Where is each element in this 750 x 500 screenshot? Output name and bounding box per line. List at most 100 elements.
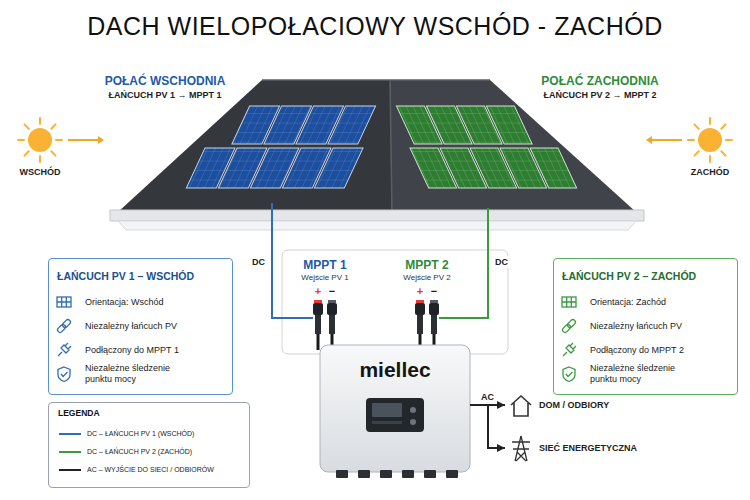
roof-subheading: ŁAŃCUCH PV 2 → MPPT 2 — [530, 89, 670, 101]
roof — [262, 79, 490, 81]
roof — [118, 80, 392, 215]
legend-row: AC – WYJŚCIE DO SIECI / ODBIORÓW — [59, 461, 239, 479]
pv-panels-west — [530, 148, 577, 188]
inverter-body — [424, 470, 436, 478]
sun-icon — [688, 118, 732, 162]
output-node: SIEĆ ENERGETYCZNA — [505, 435, 641, 461]
terminal-sign: + — [417, 285, 423, 297]
inverter-body — [358, 470, 370, 478]
inverter-body — [372, 403, 402, 417]
sun-icon — [709, 118, 711, 124]
mc4-plug — [313, 303, 323, 315]
inverter-body — [336, 470, 458, 478]
output-label: SIEĆ ENERGETYCZNA — [539, 435, 637, 461]
pv-panels-west — [390, 106, 576, 188]
roof-subheading: ŁAŃCUCH PV 1 → MPPT 1 — [95, 89, 235, 101]
info-item: Podłączony do MPPT 1 — [85, 345, 179, 356]
connector-layer — [272, 203, 505, 448]
roof — [110, 80, 644, 230]
mc4-plug — [329, 315, 335, 334]
mppt-title: MPPT 1 — [290, 256, 360, 272]
sun-icon — [18, 139, 24, 141]
pv-panels-east — [186, 106, 382, 188]
inverter: miellec — [320, 345, 470, 472]
roof — [390, 80, 392, 215]
legend-line — [59, 451, 81, 453]
info-item: Niezależny łańcuch PV — [590, 321, 682, 332]
legend-line — [59, 469, 81, 471]
sun-icon — [721, 124, 725, 128]
inverter-body — [336, 470, 348, 478]
sun-icon — [68, 139, 98, 141]
inverter-body — [372, 421, 402, 424]
sun-icon — [646, 118, 732, 162]
info-item: Orientacja: Wschód — [85, 297, 164, 308]
roof-section: POŁAĆ WSCHODNIAŁAŃCUCH PV 1 → MPPT 1 — [95, 72, 385, 203]
legend-title: LEGENDA — [58, 407, 100, 419]
mc4-plug — [415, 303, 425, 315]
mc4-plug — [315, 315, 321, 334]
sun-icon — [98, 136, 104, 144]
mppt-input: MPPT 1Wejście PV 1 — [290, 256, 360, 336]
roof — [390, 80, 636, 215]
inverter-body — [320, 345, 470, 472]
info-heading: ŁAŃCUCH PV 2 – ZACHÓD — [562, 269, 729, 283]
sun-icon — [688, 139, 694, 141]
legend-row: DC – ŁAŃCUCH PV 2 (ZACHÓD) — [59, 443, 239, 461]
mc4-plug — [314, 300, 322, 303]
sun-icon — [709, 156, 711, 162]
info-row: Niezależny łańcuch PV — [57, 314, 224, 338]
mc4-plug — [416, 300, 424, 303]
sun-icon — [694, 151, 698, 155]
sun-icon — [51, 124, 55, 128]
direction-label: WSCHÓD — [20, 166, 61, 178]
mc4-plug — [313, 300, 439, 334]
info-item: Podłączony do MPPT 2 — [590, 345, 684, 356]
info-item: Orientacja: Zachód — [590, 297, 666, 308]
connection-panel — [282, 250, 508, 354]
info-icon — [563, 367, 575, 382]
info-item: Niezależne śledzenie punktu mocy — [85, 363, 193, 385]
info-box: ŁAŃCUCH PV 1 – WSCHÓD Orientacja: WschódN… — [48, 258, 233, 395]
terminal-sign: − — [431, 285, 437, 297]
roof-heading: POŁAĆ ZACHODNIA — [530, 74, 670, 89]
info-item: Niezależny łańcuch PV — [85, 321, 177, 332]
mc4-plug — [327, 303, 337, 315]
info-icon — [563, 343, 576, 356]
mppt-input-label: Wejście PV 1 — [290, 272, 360, 283]
sun-icon — [39, 118, 41, 124]
pv-panels-west — [390, 106, 576, 188]
sun-icon — [51, 151, 55, 155]
sun-icon — [18, 118, 104, 162]
mc4-plug — [430, 300, 438, 303]
legend-line — [59, 433, 81, 435]
legend-row: DC – ŁAŃCUCH PV 1 (WSCHÓD) — [59, 425, 239, 443]
sun-icon — [24, 151, 28, 155]
info-row: Orientacja: Zachód — [562, 290, 729, 314]
roof-label: POŁAĆ WSCHODNIAŁAŃCUCH PV 1 → MPPT 1 — [95, 74, 235, 101]
pv-panels-east — [186, 106, 382, 188]
info-item: Niezależne śledzenie punktu mocy — [590, 363, 698, 385]
info-row: Podłączony do MPPT 2 — [562, 338, 729, 362]
info-icon — [58, 367, 70, 382]
info-icon — [562, 297, 576, 307]
info-heading: ŁAŃCUCH PV 1 – WSCHÓD — [57, 269, 224, 283]
inverter-body — [410, 407, 416, 413]
info-icon — [57, 297, 71, 307]
ac-wire — [470, 405, 505, 448]
mppt-title: MPPT 2 — [392, 256, 462, 272]
legend-text: DC – ŁAŃCUCH PV 2 (ZACHÓD) — [87, 447, 192, 457]
output-node: DOM / ODBIORY — [505, 392, 613, 418]
info-row: Podłączony do MPPT 1 — [57, 338, 224, 362]
dc-wire — [272, 203, 290, 318]
dc-wire — [462, 208, 488, 318]
inverter-body — [380, 470, 392, 478]
sun-icon — [28, 128, 52, 152]
mc4-plug — [429, 303, 439, 315]
info-icon — [562, 319, 577, 334]
direction-label: ZACHÓD — [691, 166, 730, 178]
mc4-plug — [431, 315, 437, 334]
info-icon — [58, 343, 71, 356]
info-row: Niezależne śledzenie punktu mocy — [562, 362, 729, 386]
